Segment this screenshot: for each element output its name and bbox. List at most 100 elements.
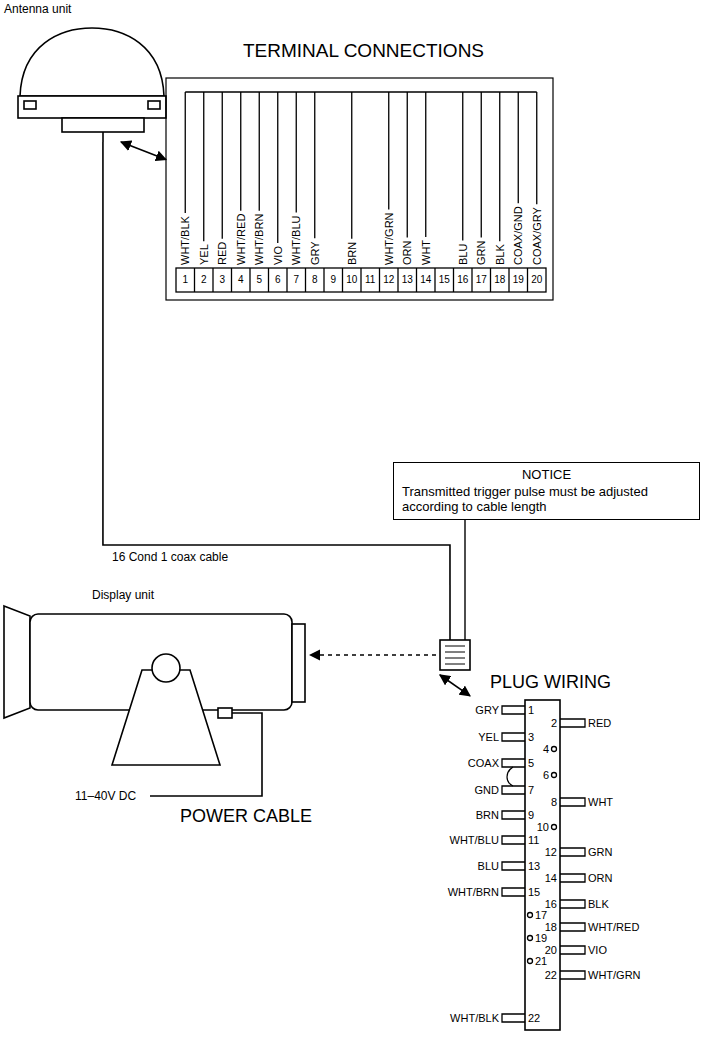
pin-number: 2 xyxy=(527,716,557,730)
plug-direction-arrow xyxy=(310,654,436,656)
wire-color: WHT/GRN xyxy=(383,212,395,265)
wire-color: GRN xyxy=(588,845,612,859)
terminal-divider xyxy=(490,268,491,292)
wire xyxy=(203,92,204,241)
empty-pin xyxy=(552,747,557,752)
wire-color: RED xyxy=(216,242,228,265)
node-heading: TERMINAL CONNECTIONS xyxy=(166,40,553,62)
terminal-number: 18 xyxy=(491,274,509,286)
cable-label: 16 Cond 1 coax cable xyxy=(112,550,228,564)
pin-number: 22 xyxy=(527,968,557,982)
inset-frame xyxy=(166,78,553,300)
terminal-number: 20 xyxy=(528,274,546,286)
wire-color: VIO xyxy=(588,943,607,957)
pin-socket xyxy=(560,798,585,806)
pin-socket xyxy=(560,848,585,856)
terminal-number: 5 xyxy=(250,274,268,286)
cable xyxy=(449,585,451,640)
wire xyxy=(277,92,278,243)
pin-number: 3 xyxy=(528,730,534,744)
wire-color: RED xyxy=(588,716,611,730)
terminal-number: 3 xyxy=(213,274,231,286)
pin-socket xyxy=(502,836,525,844)
pin-number: 21 xyxy=(535,954,547,968)
terminal-divider xyxy=(527,268,528,292)
wire xyxy=(351,92,352,239)
terminal-number: 19 xyxy=(509,274,527,286)
terminal-number: 16 xyxy=(454,274,472,286)
pin-socket xyxy=(502,811,525,819)
wire-color: WHT/BLK xyxy=(420,1011,499,1025)
pin-number: 10 xyxy=(519,820,549,834)
wire xyxy=(240,92,241,211)
wire-color: YEL xyxy=(420,730,499,744)
terminal-divider xyxy=(434,268,435,292)
antenna-base xyxy=(62,118,144,132)
wire xyxy=(407,92,408,238)
empty-pin xyxy=(528,913,533,918)
wire-color: GRN xyxy=(475,241,487,265)
wire-color: COAX xyxy=(420,756,499,770)
wire xyxy=(296,92,297,213)
wire-color: BRN xyxy=(420,808,499,822)
terminal-number: 17 xyxy=(472,274,490,286)
wire-color: WHT/RED xyxy=(235,214,247,265)
wire-color: YEL xyxy=(198,244,210,265)
terminal-divider xyxy=(231,268,232,292)
terminal-divider xyxy=(212,268,213,292)
terminal-strokes xyxy=(176,92,585,1022)
empty-pin xyxy=(528,936,533,941)
coax-ground-link xyxy=(507,767,513,786)
pin-number: 18 xyxy=(527,920,557,934)
antenna-dome xyxy=(20,28,164,96)
antenna-window xyxy=(24,101,36,109)
terminal-number: 8 xyxy=(306,274,324,286)
display-rear xyxy=(292,624,305,702)
pin-socket xyxy=(560,923,585,931)
detail-arrow xyxy=(121,142,166,160)
wire-color: BLK xyxy=(494,244,506,265)
pin-number: 12 xyxy=(527,845,557,859)
wire-color: BLK xyxy=(588,897,609,911)
wire xyxy=(222,92,223,239)
wire-color: WHT/BLK xyxy=(179,216,191,265)
node-heading: Antenna unit xyxy=(2,0,142,16)
wire-color: BLU xyxy=(420,859,499,873)
wire-color: WHT/RED xyxy=(588,920,639,934)
wire-color: WHT/BLU xyxy=(420,833,499,847)
section-heading: POWER CABLE xyxy=(180,806,312,827)
pin-number: 20 xyxy=(527,943,557,957)
wire-color: WHT/BRN xyxy=(253,214,265,265)
display-hood xyxy=(4,606,30,718)
pin-socket xyxy=(502,1014,525,1022)
wire-color: GND xyxy=(420,783,499,797)
terminal-number: 15 xyxy=(435,274,453,286)
wire xyxy=(259,92,260,211)
cable-bundle xyxy=(185,91,537,92)
wire-color: BRN xyxy=(346,242,358,265)
pin-socket xyxy=(560,946,585,954)
empty-pin xyxy=(528,959,533,964)
node-heading: Display unit xyxy=(0,585,470,602)
terminal-number: 10 xyxy=(343,274,361,286)
pin-number: 9 xyxy=(528,808,534,822)
wire-color: WHT xyxy=(588,795,613,809)
terminal-divider xyxy=(286,268,287,292)
terminal-number: 2 xyxy=(195,274,213,286)
terminal-number: 9 xyxy=(324,274,342,286)
wire xyxy=(499,92,500,241)
wire xyxy=(462,92,463,241)
bracket-knob xyxy=(152,654,180,682)
wire-color: ORN xyxy=(401,241,413,265)
pin-number: 11 xyxy=(528,833,539,847)
wire-color: COAX/GND xyxy=(512,206,524,265)
wire-color: WHT xyxy=(420,240,432,265)
terminal-divider xyxy=(268,268,269,292)
pin-number: 4 xyxy=(519,742,549,756)
pin-number: 16 xyxy=(527,897,557,911)
wire-color: BLU xyxy=(457,244,469,265)
pin-socket xyxy=(502,862,525,870)
pin-number: 8 xyxy=(527,795,557,809)
wire xyxy=(314,92,315,238)
